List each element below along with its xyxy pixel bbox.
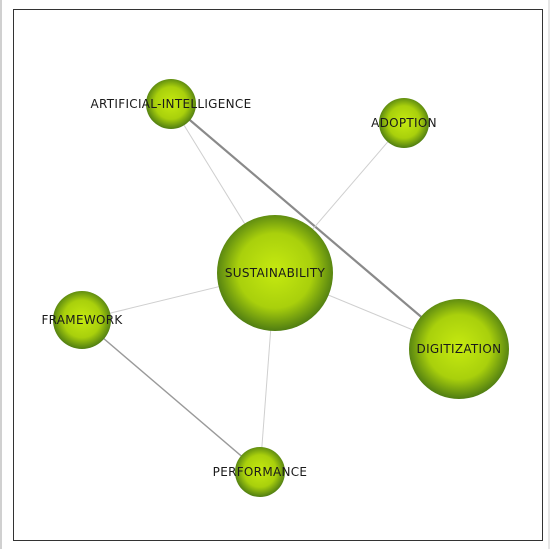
node-artificial-intelligence[interactable] — [146, 79, 196, 129]
nodes-group — [53, 79, 509, 497]
node-framework[interactable] — [53, 291, 111, 349]
node-performance[interactable] — [235, 447, 285, 497]
node-label-framework: FRAMEWORK — [41, 313, 123, 327]
node-label-performance: PERFORMANCE — [213, 465, 308, 479]
edge-framework-performance — [81, 319, 261, 473]
labels-group: SUSTAINABILITY DIGITIZATION ARTIFICIAL-INT… — [41, 97, 501, 479]
node-label-artificial-intelligence: ARTIFICIAL-INTELLIGENCE — [91, 97, 252, 111]
node-digitization[interactable] — [409, 299, 509, 399]
node-label-digitization: DIGITIZATION — [417, 342, 502, 356]
node-adoption[interactable] — [379, 98, 429, 148]
node-sustainability[interactable] — [217, 215, 333, 331]
node-label-sustainability: SUSTAINABILITY — [225, 266, 326, 280]
node-label-adoption: ADOPTION — [371, 116, 437, 130]
